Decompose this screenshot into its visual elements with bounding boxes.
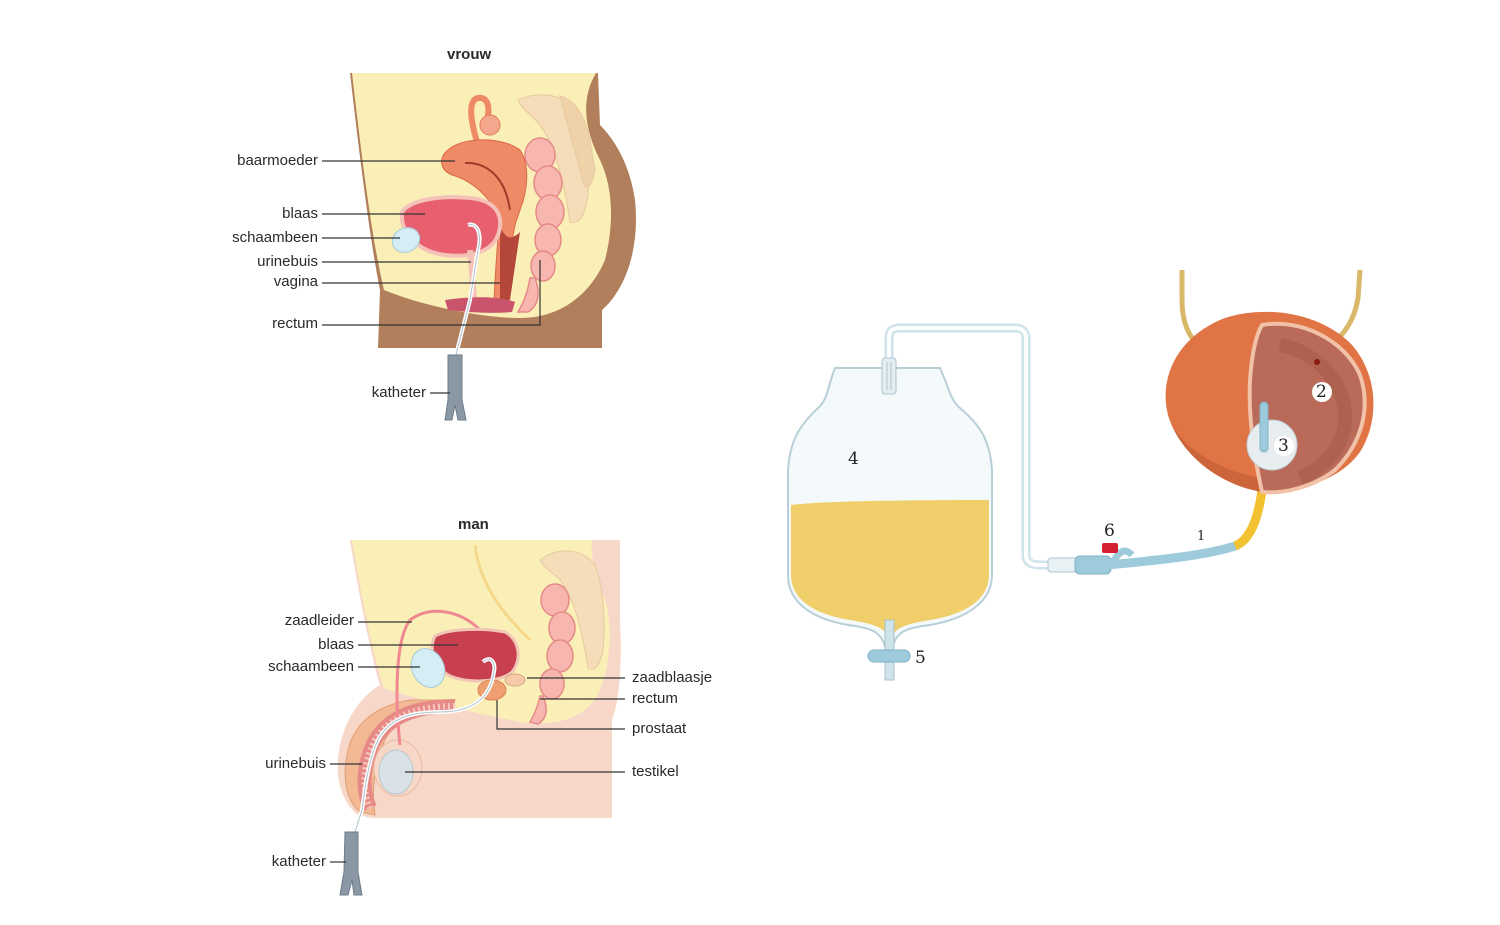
drainage-outlet-clamp — [867, 649, 911, 663]
drainage-bag-urine — [791, 500, 989, 640]
female-title: vrouw — [447, 46, 492, 63]
male-vas-deferens — [395, 609, 482, 746]
label-rectum-female: rectum — [272, 315, 318, 332]
badge-2 — [1312, 382, 1332, 402]
label-zaadleider: zaadleider — [284, 612, 354, 629]
catheter-valve — [1102, 543, 1118, 553]
label-prostaat: prostaat — [632, 720, 687, 737]
catheter-balloon-port — [1109, 547, 1135, 564]
label-katheter-female: katheter — [371, 384, 426, 401]
female-rectum-organ — [516, 137, 565, 313]
label-schaambeen-female: schaambeen — [232, 229, 318, 246]
drainage-system — [787, 269, 1374, 681]
number-1: 1 — [1197, 529, 1206, 544]
male-catheter-connector — [339, 831, 363, 896]
catheter-tip — [1259, 401, 1269, 453]
label-blaas-male: blaas — [318, 636, 354, 653]
male-ureter — [473, 544, 532, 642]
drainage-bag-inlet — [881, 357, 897, 395]
female-anatomy — [322, 73, 636, 421]
male-sacrum — [539, 550, 605, 670]
catheter-shaft — [1107, 540, 1240, 570]
label-schaambeen-male: schaambeen — [268, 658, 354, 675]
female-vagina — [500, 225, 520, 300]
female-ovary — [479, 114, 501, 136]
ureter-orifice — [1314, 359, 1320, 365]
male-title: man — [458, 516, 489, 533]
female-catheter-connector — [444, 354, 467, 421]
label-baarmoeder: baarmoeder — [237, 152, 318, 169]
label-urinebuis-female: urinebuis — [257, 253, 318, 270]
female-sacrum — [517, 94, 596, 224]
female-pubic-bone — [391, 227, 421, 253]
number-2: 2 — [1316, 382, 1327, 402]
male-rectum-organ — [528, 583, 576, 725]
number-3: 3 — [1278, 436, 1289, 456]
label-katheter-male: katheter — [271, 853, 326, 870]
female-fallopian-tube — [468, 94, 492, 146]
female-leader-lines — [322, 160, 541, 394]
label-rectum-male: rectum — [632, 690, 678, 707]
female-pelvic-floor — [445, 297, 515, 313]
label-testikel: testikel — [632, 763, 679, 780]
label-urinebuis-male: urinebuis — [265, 755, 326, 772]
female-uterine-cavity — [464, 161, 511, 211]
male-leader-lines — [330, 621, 625, 863]
number-6: 6 — [1104, 521, 1115, 541]
number-4: 4 — [848, 449, 859, 469]
label-vagina: vagina — [273, 273, 318, 290]
label-zaadblaasje: zaadblaasje — [632, 669, 713, 686]
male-pubic-bone — [410, 648, 446, 688]
female-bladder-organ — [399, 195, 503, 258]
label-blaas-female: blaas — [282, 205, 318, 222]
catheter-yellow-segment — [1232, 489, 1267, 551]
badge-3 — [1274, 436, 1294, 456]
number-5: 5 — [915, 648, 926, 668]
male-anatomy — [330, 540, 625, 896]
male-seminal-vesicle — [504, 673, 526, 687]
